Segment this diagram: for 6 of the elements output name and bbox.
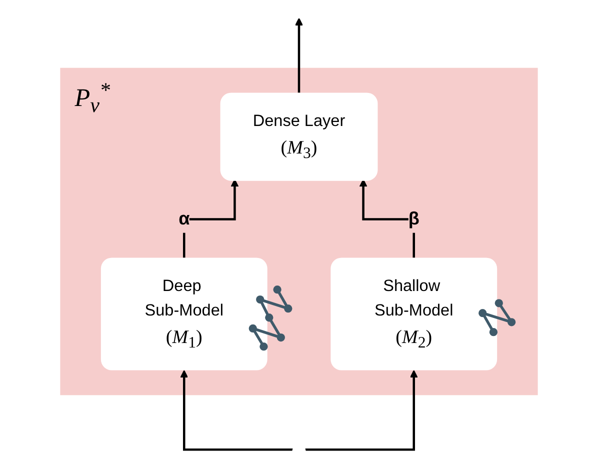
arrow xyxy=(180,370,293,451)
edge-label: β xyxy=(408,209,420,230)
node-box: Dense Layer (M$_{3}$) xyxy=(220,92,378,181)
arrow xyxy=(305,370,418,451)
edge-label: α xyxy=(178,209,190,230)
arrow xyxy=(295,18,303,94)
